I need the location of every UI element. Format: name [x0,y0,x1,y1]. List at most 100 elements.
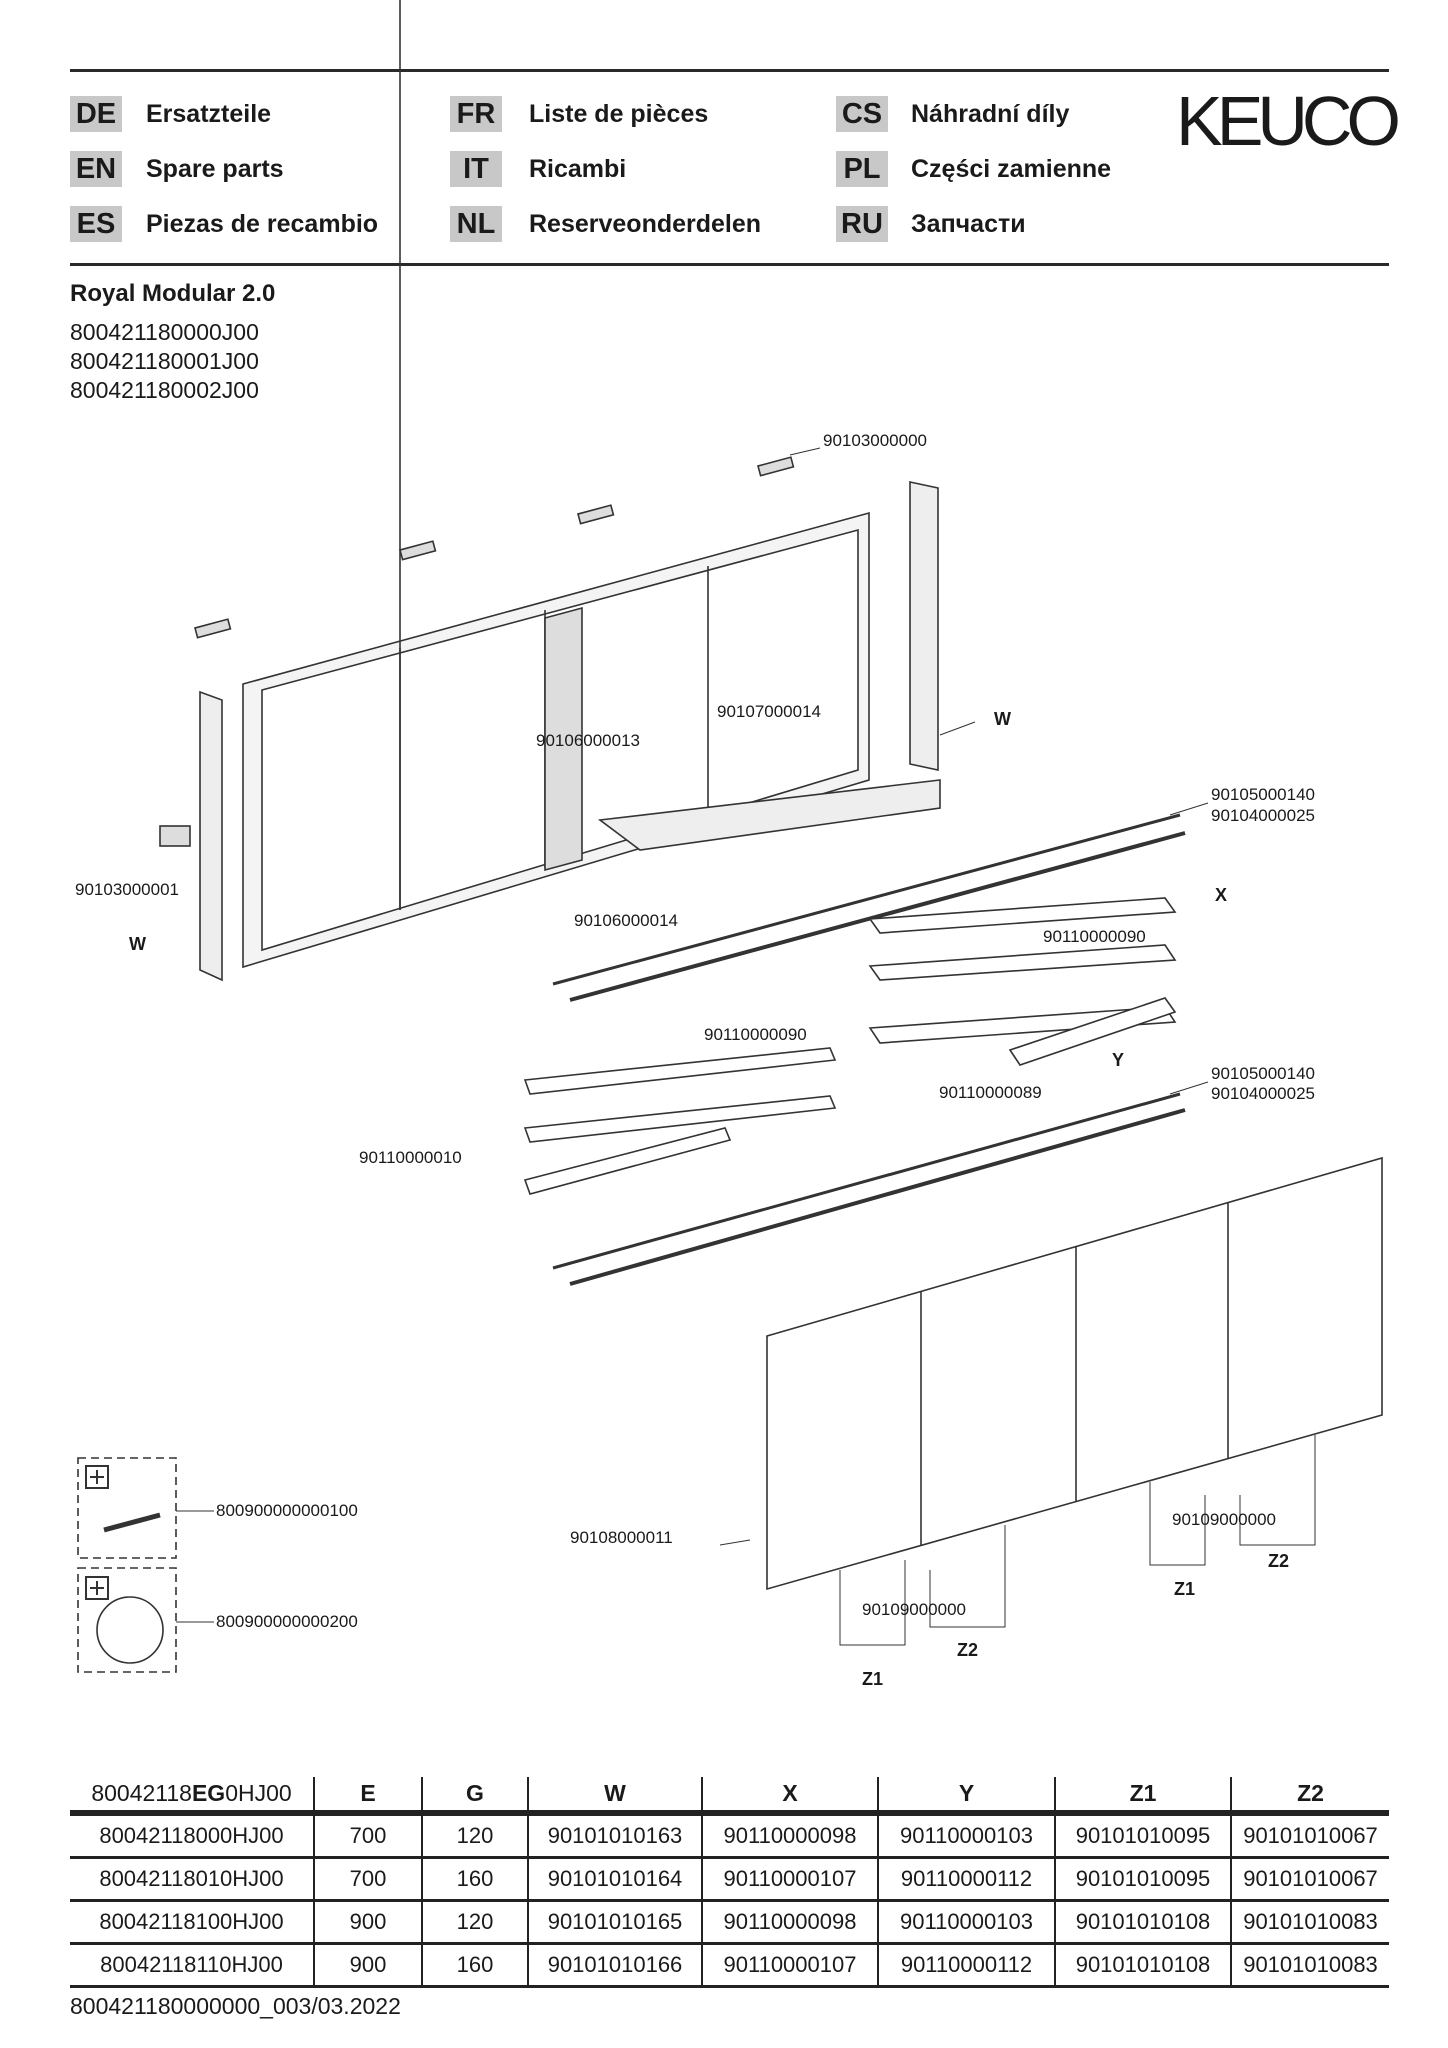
lang-label: Запчасти [911,210,1026,238]
mirror-doors [766,1156,1383,1591]
table-cell: 90110000107 [701,1857,878,1902]
lang-code: FR [450,96,502,132]
part-label: 90106000014 [574,911,679,930]
plus-box-icon [85,1465,109,1600]
part-label: 90104000025 [1211,806,1316,825]
part-label: 90110000089 [939,1083,1042,1102]
table-cell: 120 [421,1900,528,1945]
table-cell: 80042118100HJ00 [70,1900,314,1945]
part-label: 90109000000 [1172,1510,1277,1529]
table-cell: 90101010067 [1230,1857,1389,1902]
part-label: 90110000090 [1043,927,1146,946]
table-cell: 90101010095 [1054,1813,1231,1859]
part-label: 90107000014 [717,702,822,721]
part-label: W [129,934,146,954]
product-title: Royal Modular 2.0 [70,280,276,307]
part-label: Z1 [862,1669,884,1689]
table-cell: 90110000098 [701,1813,878,1859]
part-label: Z2 [957,1640,979,1660]
accessory-box [77,1457,177,1673]
table-cell: 90110000107 [701,1943,878,1988]
lang-code: RU [836,206,888,242]
side-panel-right [909,481,939,771]
table-cell: 90101010163 [527,1813,702,1859]
lang-label: Liste de pièces [529,100,709,128]
part-label: 90106000013 [536,731,641,750]
lang-label: Piezas de recambio [146,210,379,238]
table-cell: 900 [313,1943,422,1988]
table-cell: 90101010108 [1054,1943,1231,1988]
part-label: 90104000025 [1211,1084,1316,1103]
table-cell: 900 [313,1900,422,1945]
table-cell: 160 [421,1857,528,1902]
table-cell: 80042118000HJ00 [70,1813,314,1859]
part-label: 800900000000200 [216,1612,358,1631]
part-label: 90109000000 [862,1600,967,1619]
side-panel-left [199,690,223,982]
part-label: 90110000090 [704,1025,807,1044]
lang-label: Spare parts [146,155,284,183]
part-label: X [1215,885,1228,905]
header-rule [70,263,1389,266]
table-cell: 90101010164 [527,1857,702,1902]
lang-code: CS [836,96,888,132]
table-cell: 90101010083 [1230,1900,1389,1945]
part-label: 90108000011 [570,1528,673,1547]
leader-lines [719,447,1316,1646]
table-header-row: 80042118EG0HJ00 E G W X Y Z1 Z2 [70,1777,1389,1816]
lang-code: IT [450,151,502,187]
light-bars [552,813,1186,1286]
table-cell: 90110000112 [877,1943,1055,1988]
table-cell: 90110000112 [877,1857,1055,1902]
variant-table: 80042118EG0HJ00 E G W X Y Z1 Z2 80042118… [70,1777,1389,1988]
lang-label: Ricambi [529,155,627,183]
part-label: 90105000140 [1211,1064,1316,1083]
lang-code: NL [450,206,502,242]
part-label: 90110000010 [359,1148,462,1167]
table-cell: 90101010165 [527,1900,702,1945]
column-header: Z2 [1230,1777,1389,1816]
table-cell: 90101010166 [527,1943,702,1988]
column-header: Z1 [1054,1777,1231,1816]
part-label: 90103000001 [75,880,180,899]
part-label: Z1 [1174,1579,1196,1599]
mounting-brackets [159,456,795,847]
table-cell: 90101010108 [1054,1900,1231,1945]
document-id: 800421180000000_003/03.2022 [70,1993,401,2019]
table-cell: 80042118010HJ00 [70,1857,314,1902]
top-rule [70,69,1389,72]
part-label: Z2 [1268,1551,1290,1571]
part-label: Y [1112,1050,1125,1070]
article-number: 800421180002J00 [70,377,259,403]
article-number: 800421180000J00 [70,319,259,345]
keuco-logo: KEUCO [1176,82,1401,160]
part-label: 90103000000 [823,431,928,450]
lang-code: DE [70,96,122,132]
table-cell: 90101010083 [1230,1943,1389,1988]
column-header-article: 80042118EG0HJ00 [70,1777,314,1816]
part-label: 800900000000100 [216,1501,358,1520]
lang-label: Części zamienne [911,155,1112,183]
glass-shelves [523,897,1177,1195]
cabinet-body [242,0,941,969]
column-header: X [701,1777,878,1816]
column-header: G [421,1777,528,1816]
table-cell: 700 [313,1857,422,1902]
table-cell: 120 [421,1813,528,1859]
lang-code: PL [836,151,888,187]
table-cell: 80042118110HJ00 [70,1943,314,1988]
table-cell: 90110000103 [877,1813,1055,1859]
column-header: W [527,1777,702,1816]
table-cell: 90101010095 [1054,1857,1231,1902]
table-cell: 90110000103 [877,1900,1055,1945]
article-number: 800421180001J00 [70,348,259,374]
lang-label: Reserveonderdelen [529,210,762,238]
part-label: 90105000140 [1211,785,1316,804]
lang-label: Náhradní díly [911,100,1070,128]
part-label: W [994,709,1011,729]
